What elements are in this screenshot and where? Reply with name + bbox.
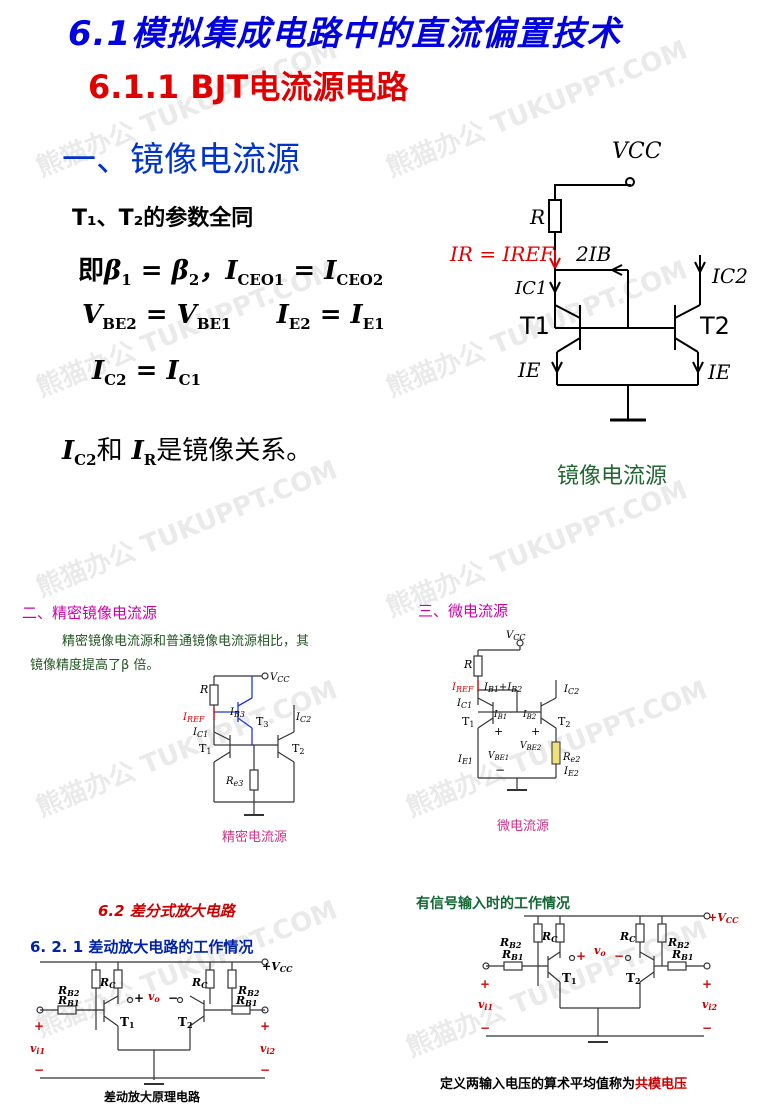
svg-text:+: +	[494, 725, 503, 738]
svg-text:RB1: RB1	[671, 948, 693, 962]
signal-heading: 有信号输入时的工作情况	[416, 896, 570, 912]
mirror-source-heading: 一、镜像电流源	[62, 140, 300, 180]
label-ie-left: IE	[518, 358, 541, 382]
precision-caption: 精密电流源	[222, 830, 288, 845]
precision-desc-line1: 精密镜像电流源和普通镜像电流源相比，其	[62, 634, 310, 649]
equation-beta-iceo: 即β1 = β2，ICEO1 = ICEO2	[78, 256, 384, 290]
label-ie-right: IE	[708, 360, 731, 384]
micro-caption: 微电流源	[497, 819, 550, 834]
svg-text:IC2: IC2	[563, 684, 579, 696]
svg-text:−: −	[168, 991, 178, 1005]
micro-heading: 三、微电流源	[418, 602, 509, 620]
svg-text:IB3: IB3	[229, 707, 245, 719]
label-vcc: VCC	[612, 139, 662, 164]
svg-text:IC2: IC2	[295, 712, 311, 724]
svg-text:RC: RC	[619, 930, 636, 944]
label-r: R	[530, 205, 546, 229]
svg-text:vi2: vi2	[260, 1042, 275, 1056]
svg-text:IE2: IE2	[563, 766, 579, 778]
common-mode-term: 共模电压	[635, 1077, 688, 1092]
svg-text:RB2: RB2	[499, 936, 522, 950]
label-ir-iref: IR = IREF	[450, 242, 554, 266]
label-ic2: IC2	[712, 264, 748, 288]
label-t1: T1	[520, 312, 550, 340]
params-statement: T₁、T₂的参数全同	[72, 206, 254, 231]
svg-text:R: R	[199, 683, 208, 696]
svg-text:+: +	[34, 1019, 44, 1033]
svg-text:IE1: IE1	[457, 754, 473, 766]
svg-text:−: −	[614, 949, 624, 963]
label-ic1: IC1	[515, 278, 548, 299]
diff-amp-subheading: 6. 2. 1 差动放大电路的工作情况	[30, 938, 254, 956]
svg-text:RB2: RB2	[237, 984, 260, 998]
svg-text:T2: T2	[626, 971, 641, 986]
eq-prefix: 即	[78, 256, 105, 286]
page-title: 6.1模拟集成电路中的直流偏置技术	[68, 14, 622, 54]
svg-text:T1: T1	[562, 971, 577, 986]
svg-text:RB1: RB1	[235, 994, 257, 1008]
svg-text:RB1: RB1	[57, 994, 79, 1008]
mirror-relation: IC2和 IR是镜像关系。	[62, 436, 313, 470]
svg-text:+VCC: +VCC	[262, 960, 293, 974]
svg-text:IREF: IREF	[451, 682, 474, 694]
svg-text:−: −	[260, 1063, 270, 1077]
svg-text:−: −	[480, 1021, 490, 1035]
svg-text:RC: RC	[191, 976, 208, 990]
figure-caption: 镜像电流源	[557, 464, 668, 489]
svg-text:−: −	[34, 1063, 44, 1077]
svg-text:IB1: IB1	[493, 710, 507, 721]
svg-text:vi2: vi2	[702, 998, 717, 1012]
svg-text:IB2: IB2	[522, 710, 537, 721]
svg-text:VBE1: VBE1	[488, 751, 509, 762]
relation-and: 和	[96, 436, 123, 466]
svg-text:R: R	[463, 658, 472, 671]
label-t2: T2	[700, 312, 730, 340]
svg-text:RB2: RB2	[57, 984, 80, 998]
svg-text:RC: RC	[541, 930, 558, 944]
svg-text:vi1: vi1	[30, 1042, 45, 1056]
svg-text:vo: vo	[148, 990, 160, 1004]
svg-text:+: +	[134, 991, 144, 1005]
svg-text:RB1: RB1	[501, 948, 523, 962]
equation-vbe-ie: VBE2 = VBE1 IE2 = IE1	[82, 300, 385, 334]
section-title: 6.1.1 BJT电流源电路	[88, 68, 409, 106]
svg-text:vo: vo	[594, 944, 606, 958]
svg-text:IREF: IREF	[182, 712, 205, 724]
svg-text:IC1: IC1	[192, 727, 208, 739]
diff-amp-caption: 差动放大原理电路	[104, 1090, 201, 1104]
svg-text:IB1+IB2: IB1+IB2	[483, 682, 522, 694]
svg-text:+: +	[260, 1019, 270, 1033]
diff-amp-heading: 6.2 差分式放大电路	[98, 902, 235, 920]
svg-text:+: +	[702, 977, 712, 991]
svg-text:VCC: VCC	[270, 672, 289, 684]
precision-desc-line2: 镜像精度提高了β 倍。	[30, 658, 160, 673]
svg-text:Re2: Re2	[562, 752, 580, 764]
definition-prefix: 定义两输入电压的算术平均值称为	[440, 1077, 636, 1092]
equation-ic: IC2 = IC1	[92, 356, 202, 390]
common-mode-definition: 定义两输入电压的算术平均值称为共模电压	[440, 1073, 687, 1092]
precision-heading: 二、精密镜像电流源	[22, 604, 158, 622]
svg-text:+VCC: +VCC	[708, 911, 739, 925]
svg-text:Re3: Re3	[225, 776, 243, 788]
svg-text:RC: RC	[99, 976, 116, 990]
label-2ib: 2IB	[576, 242, 612, 266]
svg-text:+: +	[480, 977, 490, 991]
svg-text:RB2: RB2	[667, 936, 690, 950]
svg-text:vi1: vi1	[478, 998, 493, 1012]
svg-text:VCC: VCC	[506, 630, 525, 642]
svg-text:+: +	[576, 949, 586, 963]
svg-text:+: +	[531, 725, 540, 738]
svg-text:−: −	[495, 763, 505, 777]
svg-text:VBE2: VBE2	[520, 741, 542, 752]
relation-tail: 是镜像关系。	[156, 436, 313, 466]
svg-text:−: −	[702, 1021, 712, 1035]
svg-text:IC1: IC1	[456, 698, 472, 710]
